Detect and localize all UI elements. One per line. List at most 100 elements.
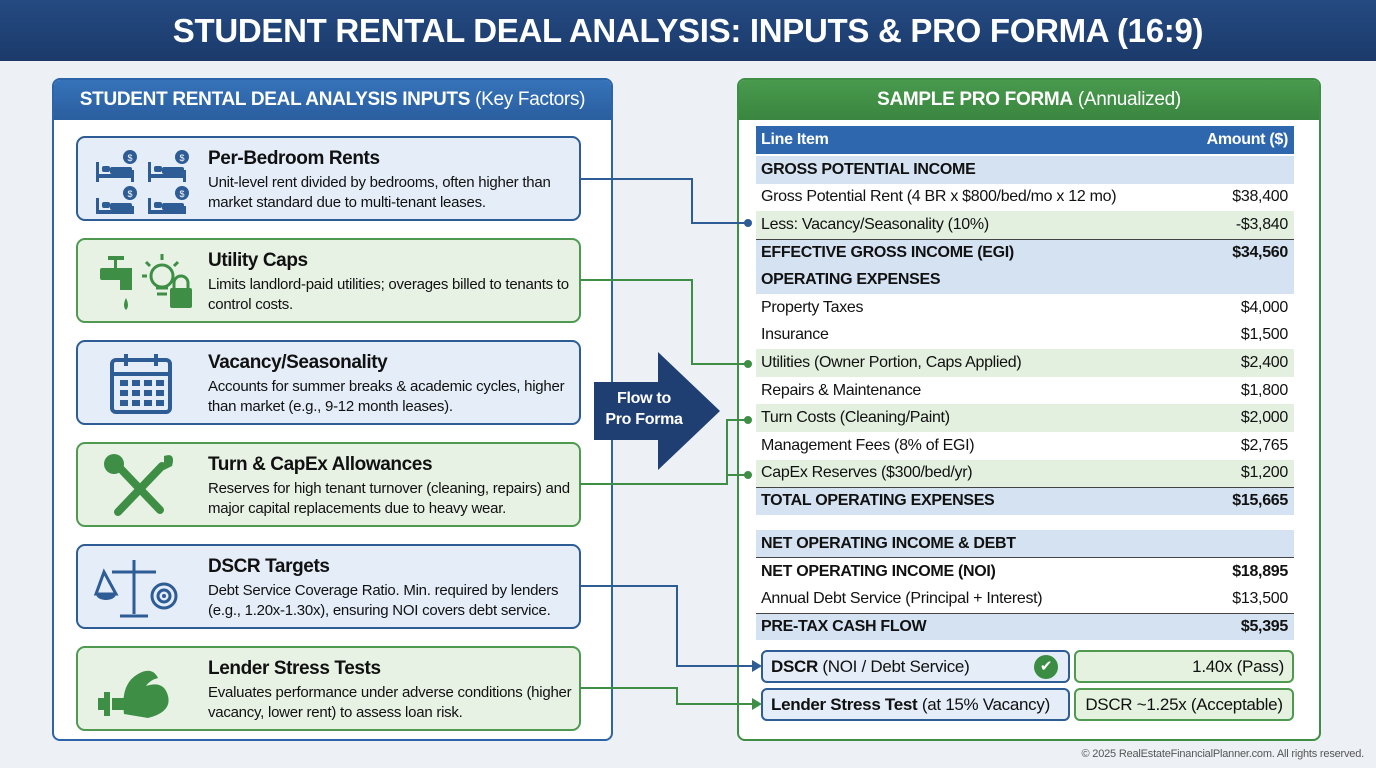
flow-label-line1: Flow to — [617, 390, 671, 407]
row-label: Property Taxes — [761, 298, 864, 316]
table-row: TOTAL OPERATING EXPENSES $15,665 — [756, 487, 1294, 515]
flexed-arm-dumbbell-icon — [98, 670, 169, 718]
flow-label-line2: Pro Forma — [605, 411, 683, 428]
inputs-title-rest: (Key Factors) — [470, 89, 586, 110]
pro-forma-title-bold: SAMPLE PRO FORMA — [877, 89, 1073, 110]
card-title: Utility Caps — [208, 250, 308, 271]
row-amount: $1,500 — [1240, 326, 1288, 344]
card-title: Lender Stress Tests — [208, 658, 381, 679]
card-description: Evaluates performance under adverse cond… — [208, 684, 572, 721]
row-label: OPERATING EXPENSES — [761, 271, 941, 289]
card-description: Debt Service Coverage Ratio. Min. requir… — [208, 582, 559, 619]
row-amount: $13,500 — [1232, 589, 1288, 607]
stress-test-value: DSCR ~1.25x (Acceptable) — [1074, 688, 1294, 721]
table-row: NET OPERATING INCOME (NOI) $18,895 — [756, 557, 1294, 585]
card-description: Accounts for summer breaks & academic cy… — [208, 378, 565, 415]
row-label: Utilities (Owner Portion, Caps Applied) — [761, 353, 1022, 371]
row-label: TOTAL OPERATING EXPENSES — [761, 492, 995, 510]
row-label: GROSS POTENTIAL INCOME — [761, 160, 976, 178]
pro-forma-panel-header: SAMPLE PRO FORMA (Annualized) — [739, 80, 1319, 120]
card-description: Unit-level rent divided by bedrooms, oft… — [208, 174, 551, 211]
inputs-title-bold: STUDENT RENTAL DEAL ANALYSIS INPUTS — [79, 89, 471, 110]
svg-text:$: $ — [127, 153, 132, 163]
stress-test-box: Lender Stress Test (at 15% Vacancy) — [761, 688, 1070, 721]
input-card-dscr-targets: DSCR Targets Debt Service Coverage Ratio… — [76, 544, 581, 629]
table-row: Gross Potential Rent (4 BR x $800/bed/mo… — [756, 184, 1294, 212]
card-title: Per-Bedroom Rents — [208, 148, 380, 169]
table-row: Less: Vacancy/Seasonality (10%) -$3,840 — [756, 211, 1294, 239]
row-label: Turn Costs (Cleaning/Paint) — [761, 409, 950, 427]
svg-text:$: $ — [179, 189, 184, 199]
input-card-utility-caps: Utility Caps Limits landlord-paid utilit… — [76, 238, 581, 323]
check-circle-icon: ✔ — [1034, 655, 1058, 679]
table-row: Insurance $1,500 — [756, 322, 1294, 350]
row-amount: $38,400 — [1232, 188, 1288, 206]
inputs-panel: STUDENT RENTAL DEAL ANALYSIS INPUTS (Key… — [52, 78, 613, 741]
row-amount: $34,560 — [1232, 244, 1288, 262]
svg-text:$: $ — [179, 153, 184, 163]
table-row: Repairs & Maintenance $1,800 — [756, 377, 1294, 405]
dscr-label-rest: (NOI / Debt Service) — [817, 657, 970, 676]
table-row: Property Taxes $4,000 — [756, 294, 1294, 322]
row-amount: $1,200 — [1240, 464, 1288, 482]
column-header-line-item: Line Item — [761, 131, 829, 148]
dscr-value: 1.40x (Pass) — [1074, 650, 1294, 683]
table-row: CapEx Reserves ($300/bed/yr) $1,200 — [756, 459, 1294, 488]
scale-target-icon — [93, 560, 178, 618]
table-row: Management Fees (8% of EGI) $2,765 — [756, 432, 1294, 460]
row-label: EFFECTIVE GROSS INCOME (EGI) — [761, 244, 1014, 262]
input-card-vacancy-seasonality: Vacancy/Seasonality Accounts for summer … — [76, 340, 581, 425]
card-title: Vacancy/Seasonality — [208, 352, 388, 373]
column-header-amount: Amount ($) — [1206, 131, 1289, 148]
row-amount: $2,765 — [1240, 436, 1288, 454]
row-amount: -$3,840 — [1235, 215, 1288, 233]
copyright-footer: © 2025 RealEstateFinancialPlanner.com. A… — [1081, 748, 1365, 760]
inputs-panel-header: STUDENT RENTAL DEAL ANALYSIS INPUTS (Key… — [54, 80, 611, 120]
table-row: OPERATING EXPENSES — [756, 266, 1294, 294]
row-label: Insurance — [761, 326, 829, 344]
stress-label-bold: Lender Stress Test — [771, 695, 918, 714]
row-label: Management Fees (8% of EGI) — [761, 436, 975, 454]
card-description: Limits landlord-paid utilities; overages… — [208, 276, 569, 313]
svg-text:$: $ — [127, 189, 132, 199]
row-label: Repairs & Maintenance — [761, 381, 922, 399]
faucet-bulb-lock-icon — [100, 254, 192, 310]
table-row: Utilities (Owner Portion, Caps Applied) $… — [756, 349, 1294, 377]
table-row: PRE-TAX CASH FLOW $5,395 — [756, 612, 1294, 641]
table-row: Turn Costs (Cleaning/Paint) $2,000 — [756, 404, 1294, 432]
row-amount: $2,400 — [1240, 353, 1288, 371]
table-row: EFFECTIVE GROSS INCOME (EGI) $34,560 — [756, 238, 1294, 267]
pro-forma-table: Line Item Amount ($) GROSS POTENTIAL INC… — [756, 126, 1294, 641]
input-card-per-bedroom-rents: $ $ $ $ Per-Bedroom Rents Unit-level rent d… — [76, 136, 581, 221]
pro-forma-title-rest: (Annualized) — [1072, 89, 1181, 110]
card-description: Reserves for high tenant turnover (clean… — [208, 480, 570, 517]
row-label: Less: Vacancy/Seasonality (10%) — [761, 215, 989, 233]
input-card-turn-capex-allowances: Turn & CapEx Allowances Reserves for hig… — [76, 442, 581, 527]
row-label: NET OPERATING INCOME (NOI) — [761, 562, 996, 580]
table-row: Annual Debt Service (Principal + Interes… — [756, 585, 1294, 613]
page-title: STUDENT RENTAL DEAL ANALYSIS: INPUTS & P… — [0, 0, 1376, 61]
dscr-box: DSCR (NOI / Debt Service) ✔ — [761, 650, 1070, 683]
row-amount: $2,000 — [1240, 409, 1288, 427]
wrench-brush-icon — [104, 454, 173, 516]
row-amount: $18,895 — [1232, 562, 1288, 580]
beds-with-dollar-icon: $ $ $ $ — [96, 150, 189, 214]
dscr-label-bold: DSCR — [771, 657, 818, 676]
row-label: NET OPERATING INCOME & DEBT — [761, 534, 1016, 552]
row-label: Gross Potential Rent (4 BR x $800/bed/mo… — [761, 188, 1117, 206]
pro-forma-panel: SAMPLE PRO FORMA (Annualized) Line Item … — [737, 78, 1321, 741]
calendar-icon — [110, 354, 172, 414]
row-amount: $15,665 — [1232, 492, 1288, 510]
row-label: PRE-TAX CASH FLOW — [761, 617, 927, 635]
table-row: NET OPERATING INCOME & DEBT — [756, 529, 1294, 558]
row-label: CapEx Reserves ($300/bed/yr) — [761, 464, 973, 482]
flow-to-pro-forma-arrow: Flow to Pro Forma — [594, 352, 722, 470]
table-row: GROSS POTENTIAL INCOME — [756, 156, 1294, 184]
row-amount: $4,000 — [1240, 298, 1288, 316]
input-card-lender-stress-tests: Lender Stress Tests Evaluates performanc… — [76, 646, 581, 731]
row-amount: $1,800 — [1240, 381, 1288, 399]
table-header: Line Item Amount ($) — [756, 126, 1294, 154]
row-amount: $5,395 — [1240, 617, 1288, 635]
card-title: Turn & CapEx Allowances — [208, 454, 433, 475]
row-label: Annual Debt Service (Principal + Interes… — [761, 589, 1043, 607]
